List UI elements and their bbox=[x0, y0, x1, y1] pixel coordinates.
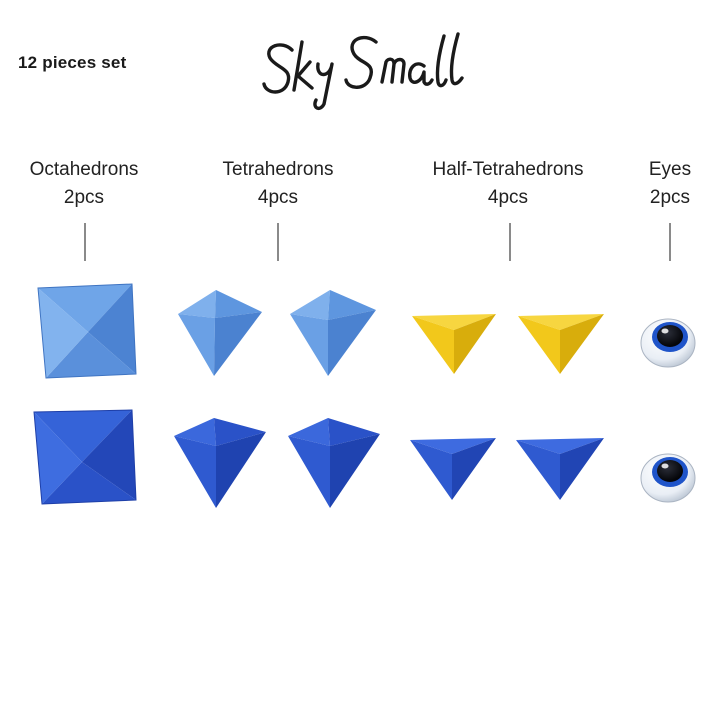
eye-icon-2 bbox=[640, 453, 696, 503]
set-size-label: 12 pieces set bbox=[18, 53, 127, 72]
tetrahedron-dark-blue-2 bbox=[288, 418, 380, 508]
half-tetrahedron-dark-blue-2 bbox=[516, 438, 604, 500]
tetrahedrons-count: 4pcs bbox=[257, 187, 299, 208]
eyes-name: Eyes bbox=[648, 159, 692, 180]
tetrahedron-dark-blue-1 bbox=[174, 418, 266, 508]
eyes-tick bbox=[669, 223, 671, 261]
eye-icon-1 bbox=[640, 318, 696, 368]
tetrahedrons-name: Tetrahedrons bbox=[222, 159, 334, 180]
half-tetrahedrons-label: Half-Tetrahedrons 4pcs bbox=[408, 156, 608, 212]
sky-small-logo bbox=[262, 32, 464, 111]
octahedrons-label: Octahedrons 2pcs bbox=[8, 156, 160, 212]
octahedron-dark-blue bbox=[33, 409, 137, 505]
tetrahedrons-label: Tetrahedrons 4pcs bbox=[200, 156, 356, 212]
octahedrons-count: 2pcs bbox=[63, 187, 105, 208]
half-tetrahedron-yellow-1 bbox=[412, 314, 496, 374]
half-tetrahedrons-count: 4pcs bbox=[487, 187, 529, 208]
eyes-count: 2pcs bbox=[649, 187, 691, 208]
half-tetrahedrons-name: Half-Tetrahedrons bbox=[432, 159, 584, 180]
tetrahedron-light-blue-2 bbox=[290, 290, 376, 376]
octahedrons-tick bbox=[84, 223, 86, 261]
octahedron-light-blue bbox=[37, 283, 137, 379]
half-tetrahedrons-tick bbox=[509, 223, 511, 261]
tetrahedrons-tick bbox=[277, 223, 279, 261]
half-tetrahedron-yellow-2 bbox=[518, 314, 604, 374]
half-tetrahedron-dark-blue-1 bbox=[410, 438, 496, 500]
tetrahedron-light-blue-1 bbox=[178, 290, 262, 376]
octahedrons-name: Octahedrons bbox=[29, 159, 139, 180]
eyes-label: Eyes 2pcs bbox=[628, 156, 712, 212]
